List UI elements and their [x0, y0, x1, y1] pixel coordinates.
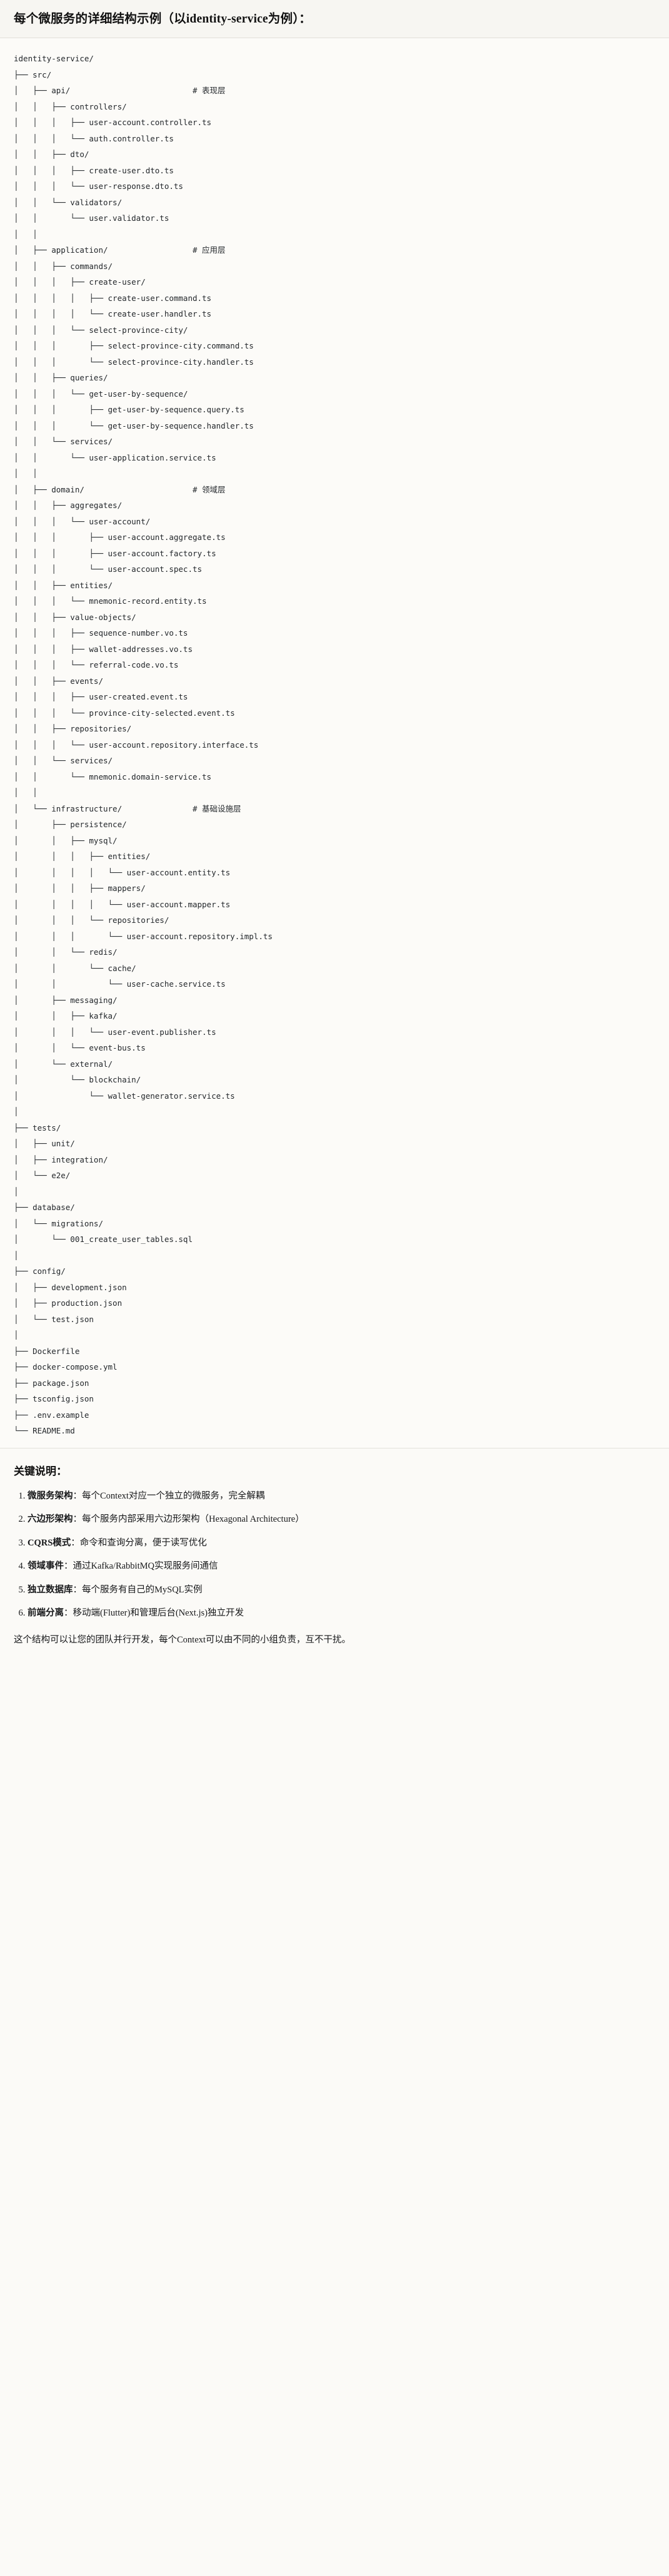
- key-note-item: 领域事件：通过Kafka/RabbitMQ实现服务间通信: [28, 1559, 655, 1573]
- key-note-item: CQRS模式：命令和查询分离，便于读写优化: [28, 1536, 655, 1550]
- key-notes-list: 微服务架构：每个Context对应一个独立的微服务，完全解耦六边形架构：每个服务…: [14, 1489, 655, 1621]
- page-title: 每个微服务的详细结构示例（以identity-service为例）：: [14, 13, 311, 26]
- key-note-term: 独立数据库: [28, 1584, 73, 1595]
- key-note-item: 微服务架构：每个Context对应一个独立的微服务，完全解耦: [28, 1489, 655, 1503]
- key-note-description: 每个服务有自己的MySQL实例: [82, 1584, 203, 1595]
- key-note-term: 微服务架构: [28, 1490, 73, 1501]
- key-note-item: 六边形架构：每个服务内部采用六边形架构（Hexagonal Architectu…: [28, 1512, 655, 1526]
- key-note-separator: ：: [73, 1490, 83, 1501]
- key-notes-block: 关键说明： 微服务架构：每个Context对应一个独立的微服务，完全解耦六边形架…: [0, 1448, 669, 1661]
- directory-tree-block: identity-service/ ├── src/ │ ├── api/ # …: [0, 38, 669, 1448]
- key-note-separator: ：: [64, 1608, 73, 1619]
- key-note-item: 独立数据库：每个服务有自己的MySQL实例: [28, 1583, 655, 1597]
- key-note-description: 通过Kafka/RabbitMQ实现服务间通信: [73, 1561, 218, 1572]
- page-root: 每个微服务的详细结构示例（以identity-service为例）： ident…: [0, 0, 669, 1661]
- key-note-description: 命令和查询分离，便于读写优化: [79, 1537, 207, 1548]
- key-note-term: 领域事件: [28, 1561, 64, 1572]
- key-note-description: 每个Context对应一个独立的微服务，完全解耦: [82, 1490, 265, 1501]
- key-note-separator: ：: [64, 1561, 73, 1572]
- key-notes-title: 关键说明：: [14, 1465, 67, 1477]
- key-note-separator: ：: [73, 1584, 83, 1595]
- key-note-description: 移动端(Flutter)和管理后台(Next.js)独立开发: [73, 1608, 244, 1619]
- key-note-description: 每个服务内部采用六边形架构（Hexagonal Architecture）: [82, 1514, 304, 1525]
- closing-paragraph: 这个结构可以让您的团队并行开发，每个Context可以由不同的小组负责，互不干扰…: [14, 1634, 351, 1645]
- key-note-item: 前端分离：移动端(Flutter)和管理后台(Next.js)独立开发: [28, 1606, 655, 1620]
- key-note-term: CQRS模式: [28, 1537, 71, 1548]
- key-note-separator: ：: [73, 1514, 83, 1525]
- key-note-separator: ：: [71, 1537, 80, 1548]
- directory-tree: identity-service/ ├── src/ │ ├── api/ # …: [14, 54, 273, 1436]
- header-block: 每个微服务的详细结构示例（以identity-service为例）：: [0, 0, 669, 39]
- key-note-term: 前端分离: [28, 1608, 64, 1619]
- key-note-term: 六边形架构: [28, 1514, 73, 1525]
